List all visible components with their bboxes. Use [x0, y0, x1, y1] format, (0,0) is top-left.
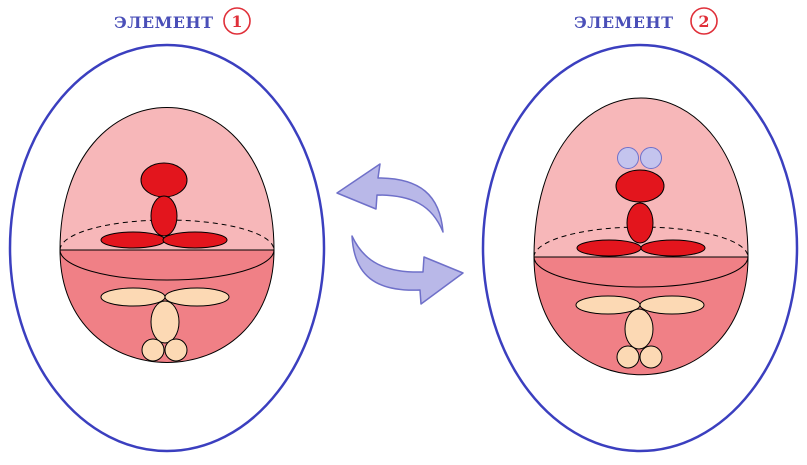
element2-badge-circle	[690, 7, 718, 35]
element1-title: ЭЛЕМЕНТ	[114, 13, 214, 32]
element1-badge-circle	[223, 7, 251, 35]
element2-peach-bud-right	[639, 345, 663, 369]
element2-heading: ЭЛЕМЕНТ 2	[574, 7, 718, 35]
curved-arrow-right-icon	[351, 235, 464, 305]
element1-peach-leaf-left	[100, 287, 166, 307]
element2-lavender-bud-right	[640, 147, 662, 169]
element1-peach-bud-right	[164, 338, 188, 362]
element1-heading: ЭЛЕМЕНТ 1	[114, 7, 251, 35]
cycle-arrows	[336, 163, 464, 305]
element2-lavender-bud-left	[617, 147, 639, 169]
element2-equator-solid	[533, 256, 749, 288]
element2-peach-leaf-left	[575, 295, 641, 315]
element1-figure	[8, 43, 326, 453]
element1-red-leaf-left	[100, 231, 166, 249]
element2-equator-dashed	[533, 226, 749, 258]
element2-red-leaf-left	[576, 239, 642, 257]
element1-equator-dashed	[59, 219, 275, 251]
element2-figure	[481, 43, 799, 453]
element2-number: 2	[698, 12, 709, 31]
element2-peach-stem	[624, 308, 654, 350]
curved-arrow-left-icon	[336, 163, 444, 233]
element2-red-stem	[626, 202, 654, 244]
element2-peach-leaf-right	[639, 295, 705, 315]
element1-number: 1	[231, 12, 242, 31]
element2-red-head	[615, 169, 665, 203]
element1-peach-leaf-right	[164, 287, 230, 307]
element1-red-head	[140, 162, 188, 198]
element1-red-leaf-right	[162, 231, 228, 249]
element2-red-leaf-right	[640, 239, 706, 257]
element2-peach-bud-left	[616, 345, 640, 369]
element1-peach-bud-left	[141, 338, 165, 362]
element1-peach-stem	[150, 300, 180, 344]
element2-title: ЭЛЕМЕНТ	[574, 13, 674, 32]
element1-red-stem	[150, 195, 178, 237]
element1-equator-solid	[59, 249, 275, 281]
